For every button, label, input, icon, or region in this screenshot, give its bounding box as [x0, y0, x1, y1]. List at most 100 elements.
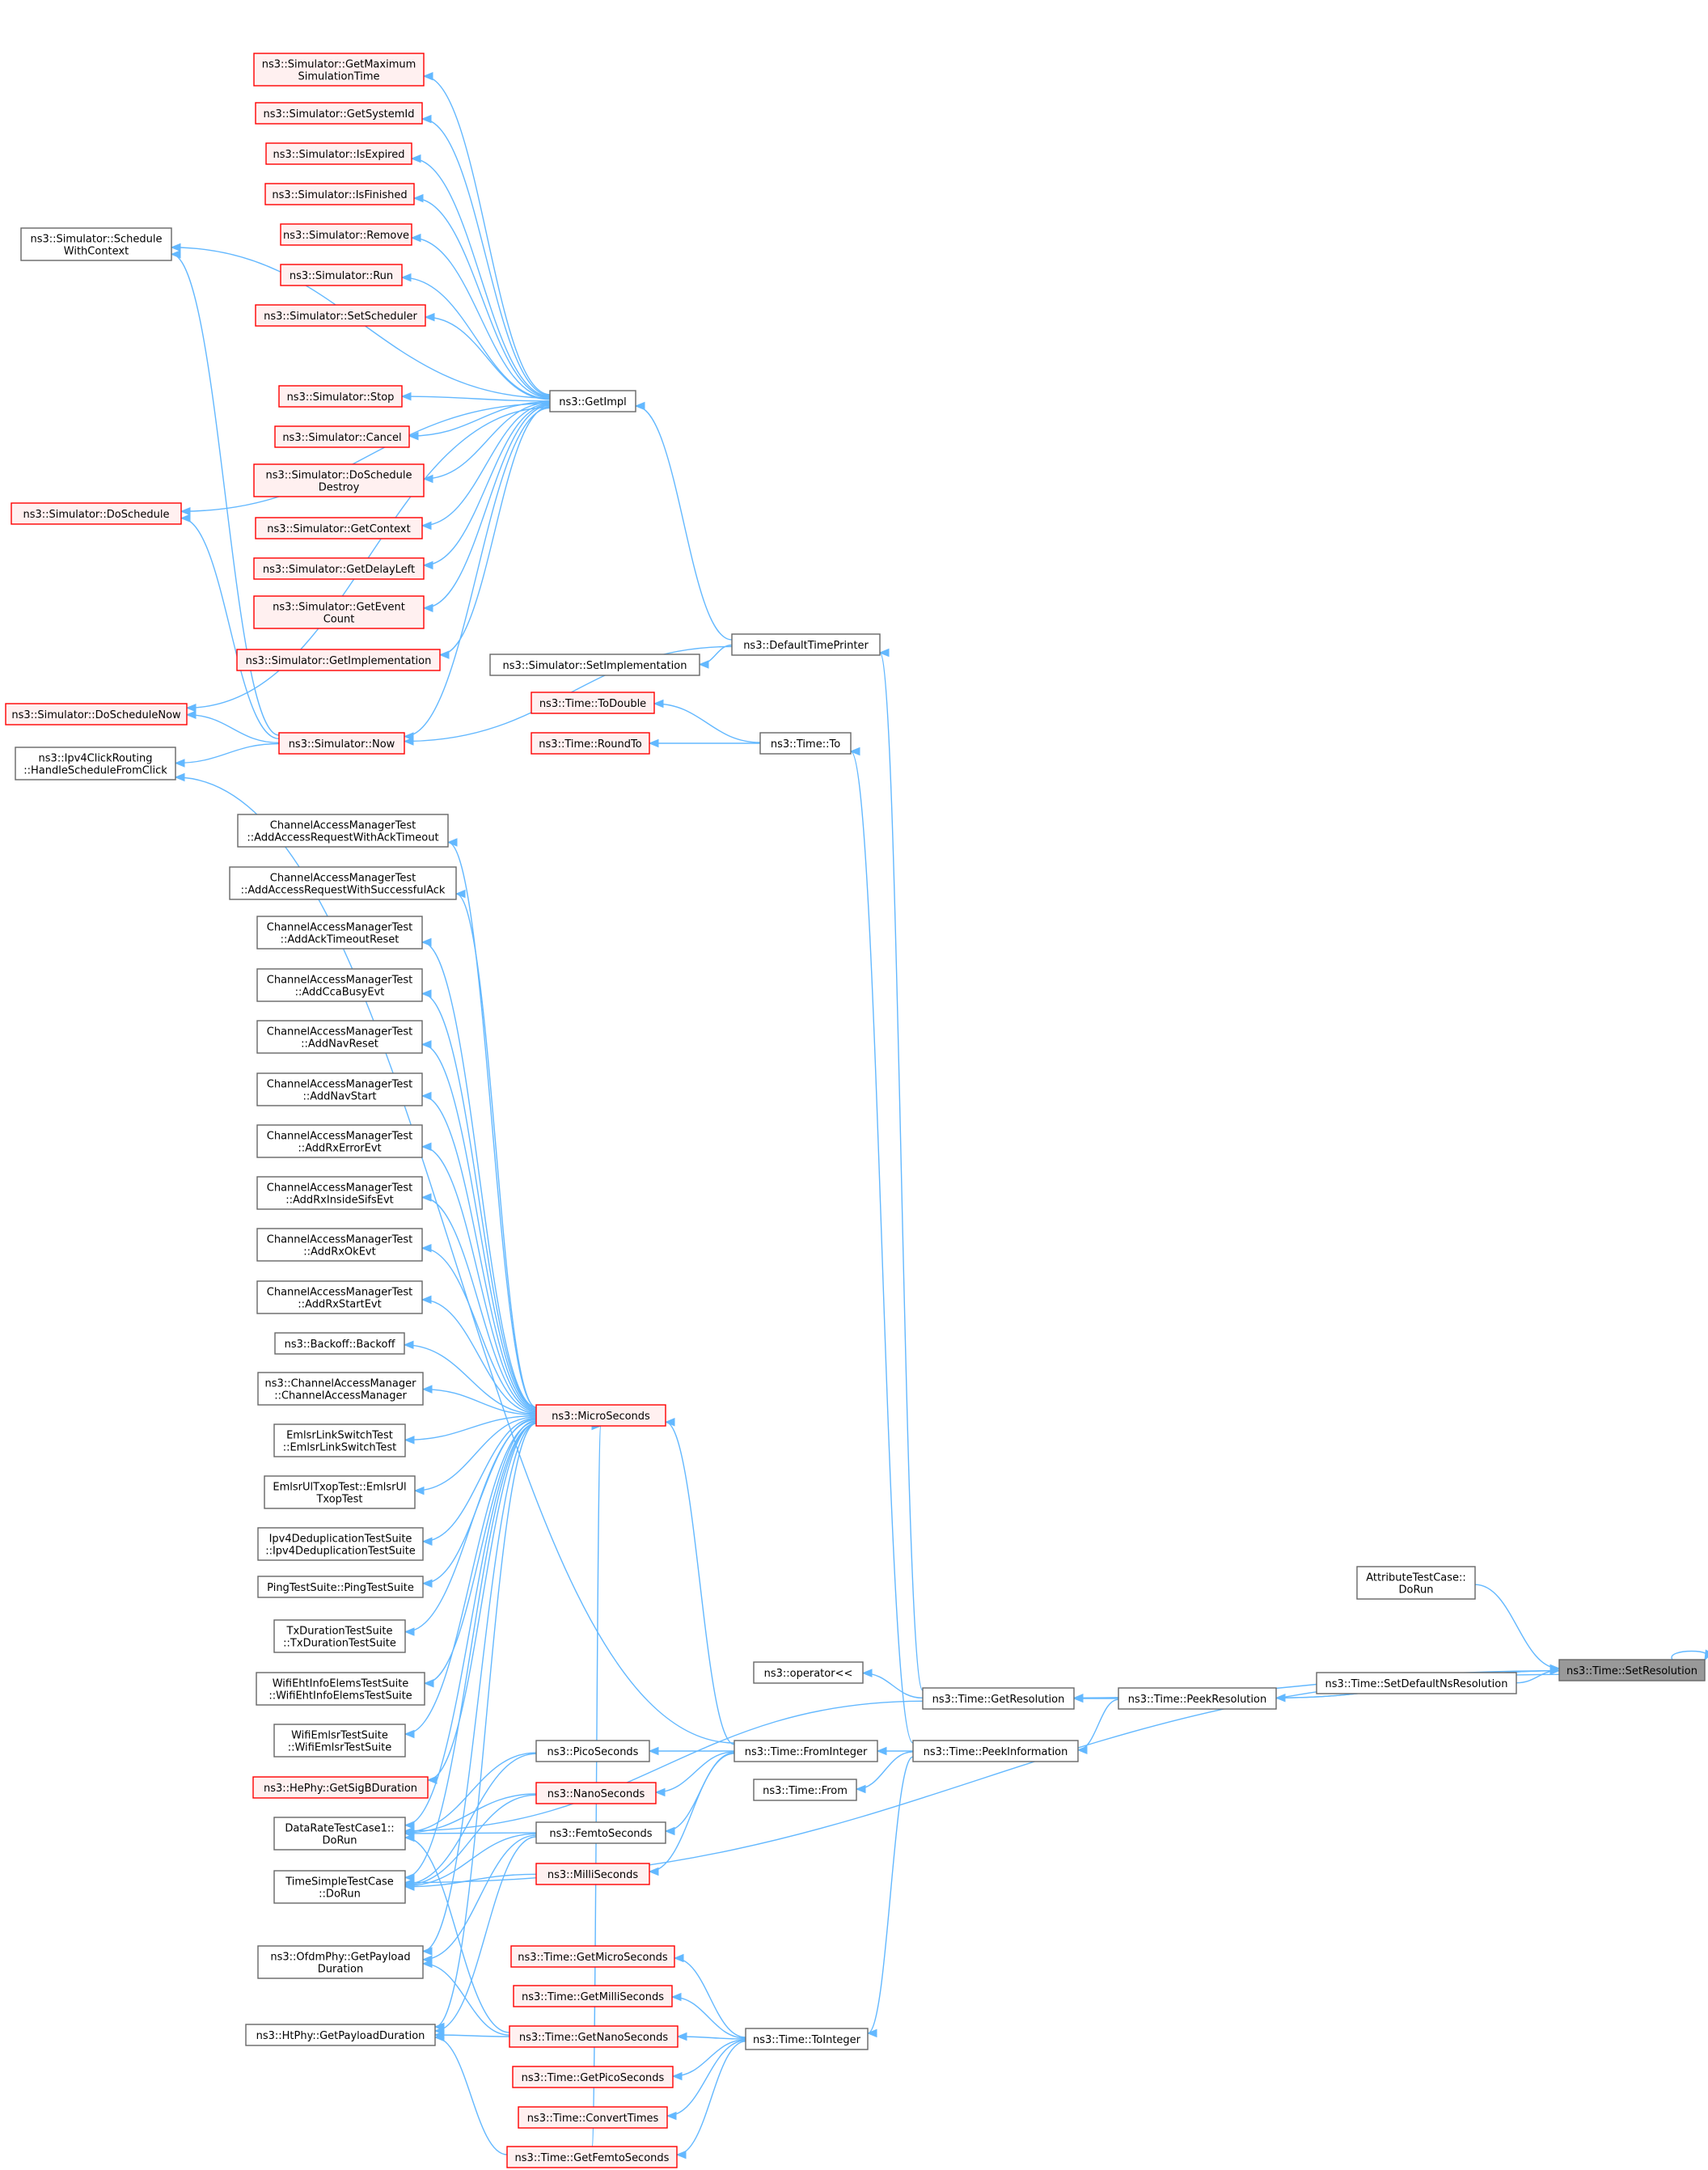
node-getmilli[interactable]: ns3::Time::GetMilliSeconds — [513, 1985, 673, 2007]
node-box — [229, 866, 457, 900]
node-femto[interactable]: ns3::FemtoSeconds — [535, 1821, 666, 1844]
node-label: ::AddAccessRequestWithAckTimeout — [247, 832, 438, 844]
node-c5[interactable]: ChannelAccessManagerTest::AddNavReset — [256, 1020, 423, 1054]
node-getsys[interactable]: ns3::Simulator::GetSystemId — [255, 102, 423, 125]
node-run[interactable]: ns3::Simulator::Run — [280, 264, 403, 286]
edge-getimpl-now — [403, 407, 551, 741]
node-htphy[interactable]: ns3::HtPhy::GetPayloadDuration — [245, 2024, 436, 2046]
node-doschednow[interactable]: ns3::Simulator::DoScheduleNow — [5, 703, 188, 725]
edge-getimpl-doschedd — [422, 402, 551, 484]
node-txdur[interactable]: TxDurationTestSuite::TxDurationTestSuite — [273, 1619, 406, 1653]
node-label: Destroy — [319, 482, 360, 494]
node-emlsrls[interactable]: EmlsrLinkSwitchTest::EmlsrLinkSwitchTest — [273, 1423, 406, 1457]
node-setimpl[interactable]: ns3::Simulator::SetImplementation — [489, 654, 700, 676]
node-box — [265, 142, 412, 165]
node-label: ::AddCcaBusyEvt — [295, 987, 385, 999]
node-c4[interactable]: ChannelAccessManagerTest::AddCcaBusyEvt — [256, 968, 423, 1002]
node-box — [255, 102, 423, 125]
edge-tointeger-getfemto — [675, 2041, 746, 2159]
edge-tointeger-getnano — [676, 2032, 746, 2041]
node-now[interactable]: ns3::Simulator::Now — [278, 732, 405, 755]
node-datarate[interactable]: DataRateTestCase1::DoRun — [273, 1817, 406, 1851]
node-box — [253, 595, 425, 629]
node-nano[interactable]: ns3::NanoSeconds — [535, 1782, 657, 1804]
node-milli[interactable]: ns3::MilliSeconds — [535, 1863, 650, 1885]
node-ipv4dedup[interactable]: Ipv4DeduplicationTestSuite::Ipv4Deduplic… — [257, 1527, 424, 1561]
node-label: ns3::Simulator::GetContext — [267, 523, 410, 535]
node-to[interactable]: ns3::Time::To — [759, 732, 852, 755]
node-label: ns3::Simulator::Cancel — [282, 432, 401, 444]
node-stop[interactable]: ns3::Simulator::Stop — [278, 385, 403, 408]
node-isfin[interactable]: ns3::Simulator::IsFinished — [264, 183, 415, 205]
node-peekinfo[interactable]: ns3::Time::PeekInformation — [912, 1740, 1079, 1762]
node-todouble[interactable]: ns3::Time::ToDouble — [531, 692, 655, 714]
node-box — [273, 1423, 406, 1457]
node-setsched[interactable]: ns3::Simulator::SetScheduler — [255, 304, 426, 327]
node-ipv4click[interactable]: ns3::Ipv4ClickRouting::HandleScheduleFro… — [15, 747, 176, 780]
node-ping[interactable]: PingTestSuite::PingTestSuite — [257, 1576, 424, 1598]
node-c8[interactable]: ChannelAccessManagerTest::AddRxInsideSif… — [256, 1176, 423, 1210]
node-getimpl[interactable]: ns3::GetImpl — [549, 390, 636, 412]
node-getnano[interactable]: ns3::Time::GetNanoSeconds — [509, 2025, 679, 2048]
node-wifieht[interactable]: WifiEhtInfoElemsTestSuite::WifiEhtInfoEl… — [256, 1672, 425, 1706]
node-tointeger[interactable]: ns3::Time::ToInteger — [745, 2028, 869, 2050]
node-getres[interactable]: ns3::Time::GetResolution — [922, 1687, 1075, 1710]
node-getfemto[interactable]: ns3::Time::GetFemtoSeconds — [506, 2146, 678, 2168]
node-label: DataRateTestCase1:: — [285, 1823, 394, 1835]
node-deftp[interactable]: ns3::DefaultTimePrinter — [731, 633, 881, 656]
node-peekres[interactable]: ns3::Time::PeekResolution — [1118, 1687, 1277, 1710]
node-c7[interactable]: ChannelAccessManagerTest::AddRxErrorEvt — [256, 1124, 423, 1158]
node-attr[interactable]: AttributeTestCase::DoRun — [1356, 1566, 1476, 1600]
node-pico[interactable]: ns3::PicoSeconds — [535, 1740, 650, 1762]
edge-getnano-datarate — [404, 1833, 510, 2033]
node-c6[interactable]: ChannelAccessManagerTest::AddNavStart — [256, 1072, 423, 1106]
node-frominteger[interactable]: ns3::Time::FromInteger — [734, 1740, 878, 1762]
node-hesig[interactable]: ns3::HePhy::GetSigBDuration — [252, 1776, 429, 1799]
node-isexp[interactable]: ns3::Simulator::IsExpired — [265, 142, 412, 165]
node-dosched[interactable]: ns3::Simulator::DoSchedule — [11, 502, 182, 525]
node-label: EmlsrUlTxopTest::EmlsrUl — [273, 1482, 406, 1494]
node-remove[interactable]: ns3::Simulator::Remove — [280, 223, 412, 246]
node-micro[interactable]: ns3::MicroSeconds — [535, 1404, 666, 1427]
node-label: ::AddRxStartEvt — [298, 1299, 381, 1311]
node-timesimple[interactable]: TimeSimpleTestCase::DoRun — [273, 1870, 406, 1904]
node-c10[interactable]: ChannelAccessManagerTest::AddRxStartEvt — [256, 1280, 423, 1314]
node-label: ::AddAckTimeoutReset — [281, 934, 400, 946]
node-c3[interactable]: ChannelAccessManagerTest::AddAckTimeoutR… — [256, 916, 423, 950]
node-setres[interactable]: ns3::Time::SetResolution — [1558, 1659, 1706, 1681]
node-box — [278, 385, 403, 408]
edge-getimpl-stop — [400, 391, 551, 402]
node-label: PingTestSuite::PingTestSuite — [267, 1582, 414, 1594]
node-c2[interactable]: ChannelAccessManagerTest::AddAccessReque… — [229, 866, 457, 900]
node-roundto[interactable]: ns3::Time::RoundTo — [531, 732, 650, 755]
node-from[interactable]: ns3::Time::From — [753, 1779, 857, 1801]
edge-tointeger-getmicro — [673, 1953, 746, 2038]
node-wifiemlsr[interactable]: WifiEmlsrTestSuite::WifiEmlsrTestSuite — [273, 1724, 406, 1758]
node-getpico[interactable]: ns3::Time::GetPicoSeconds — [512, 2066, 674, 2088]
node-label: ns3::Time::RoundTo — [539, 738, 641, 751]
node-layer: ns3::Time::SetResolution AttributeTestCas… — [5, 53, 1706, 2168]
node-cancel[interactable]: ns3::Simulator::Cancel — [274, 425, 410, 448]
node-opshift[interactable]: ns3::operator<< — [753, 1661, 864, 1684]
node-getctx[interactable]: ns3::Simulator::GetContext — [255, 517, 423, 539]
node-c1[interactable]: ChannelAccessManagerTest::AddAccessReque… — [237, 814, 449, 848]
node-ofdm[interactable]: ns3::OfdmPhy::GetPayloadDuration — [257, 1945, 424, 1979]
node-backoff[interactable]: ns3::Backoff::Backoff — [274, 1332, 405, 1355]
node-label: ChannelAccessManagerTest — [267, 1234, 412, 1246]
node-convert[interactable]: ns3::Time::ConvertTimes — [518, 2106, 668, 2129]
node-getdelay[interactable]: ns3::Simulator::GetDelayLeft — [253, 557, 425, 580]
edge-peekinfo-frominteger — [876, 1746, 913, 1756]
node-label: ::AddRxInsideSifsEvt — [285, 1195, 394, 1207]
edge-micro-ipv4dedup — [421, 1417, 537, 1546]
node-getmicro[interactable]: ns3::Time::GetMicroSeconds — [510, 1945, 675, 1968]
node-cam[interactable]: ns3::ChannelAccessManager::ChannelAccess… — [257, 1372, 424, 1406]
node-emlsrul[interactable]: EmlsrUlTxopTest::EmlsrUlTxopTest — [264, 1475, 416, 1509]
node-c9[interactable]: ChannelAccessManagerTest::AddRxOkEvt — [256, 1228, 423, 1262]
node-setdef[interactable]: ns3::Time::SetDefaultNsResolution — [1316, 1672, 1517, 1694]
node-label: ::AddRxErrorEvt — [298, 1143, 381, 1155]
node-getimpl2[interactable]: ns3::Simulator::GetImplementation — [236, 649, 441, 671]
